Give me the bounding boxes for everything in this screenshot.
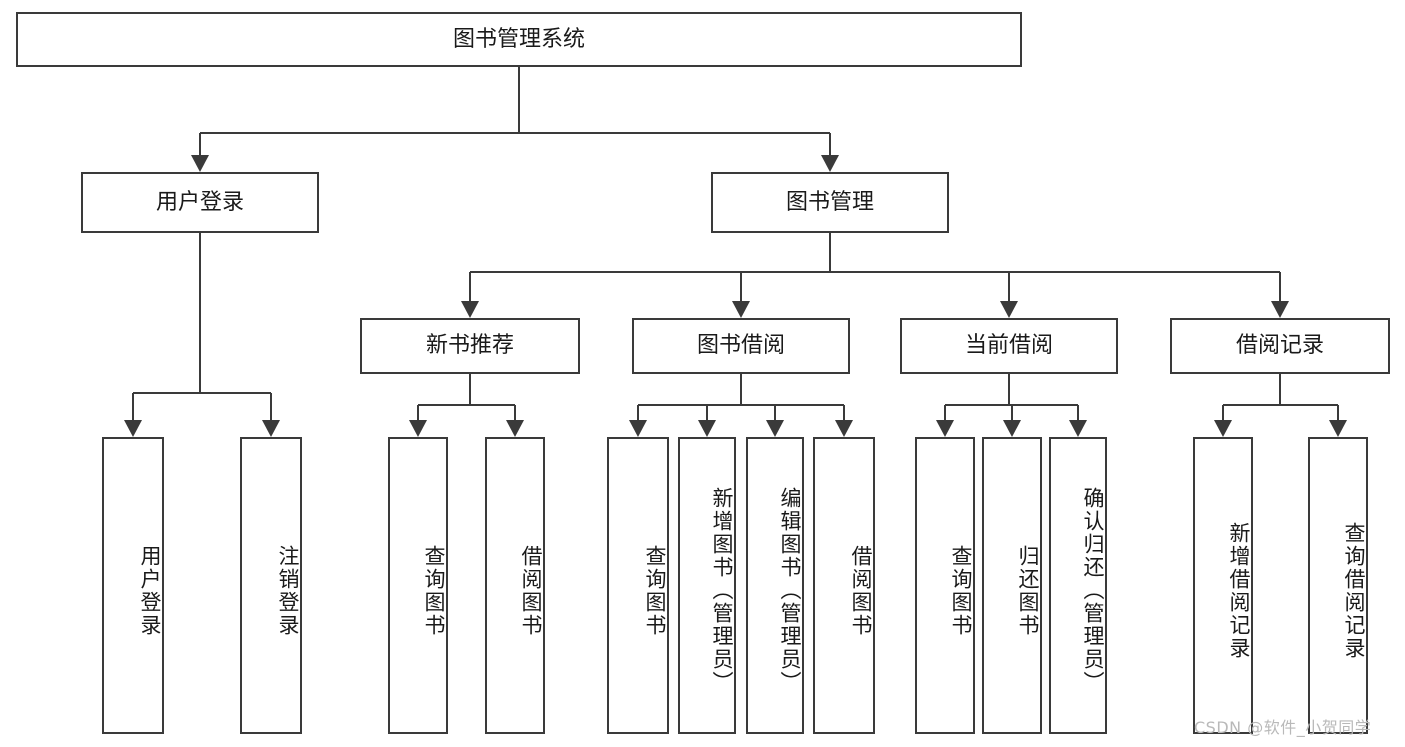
node-leaf-rec-query[interactable]: 查询图书 bbox=[388, 437, 448, 734]
node-label: 新书推荐 bbox=[425, 333, 514, 359]
node-borrow-record[interactable]: 借阅记录 bbox=[1170, 318, 1390, 374]
arrowhead bbox=[835, 420, 853, 437]
arrowhead bbox=[262, 420, 280, 437]
arrowhead bbox=[1271, 301, 1289, 318]
node-leaf-br-add[interactable]: 新增借阅记录 bbox=[1193, 437, 1253, 734]
node-leaf-cb-query[interactable]: 查询图书 bbox=[915, 437, 975, 734]
node-leaf-user-logout[interactable]: 注销登录 bbox=[240, 437, 302, 734]
node-leaf-bb-edit[interactable]: 编辑图书（管理员） bbox=[746, 437, 804, 734]
node-book-manage[interactable]: 图书管理 bbox=[711, 172, 949, 233]
arrowhead bbox=[1214, 420, 1232, 437]
arrowhead bbox=[698, 420, 716, 437]
node-label: 用户登录 bbox=[155, 189, 244, 215]
arrowhead bbox=[1329, 420, 1347, 437]
node-label: 注销登录 bbox=[276, 544, 300, 637]
node-current-borrow[interactable]: 当前借阅 bbox=[900, 318, 1118, 374]
node-new-book-rec[interactable]: 新书推荐 bbox=[360, 318, 580, 374]
arrowhead bbox=[461, 301, 479, 318]
node-leaf-bb-add[interactable]: 新增图书（管理员） bbox=[678, 437, 736, 734]
node-label: 新增借阅记录 bbox=[1227, 521, 1251, 660]
node-label: 查询图书 bbox=[422, 544, 446, 637]
node-leaf-bb-borrow[interactable]: 借阅图书 bbox=[813, 437, 875, 734]
arrowhead bbox=[766, 420, 784, 437]
node-label: 确认归还（管理员） bbox=[1081, 487, 1105, 694]
node-label: 当前借阅 bbox=[964, 333, 1053, 359]
arrowhead bbox=[506, 420, 524, 437]
node-label: 用户登录 bbox=[138, 544, 162, 637]
node-leaf-rec-borrow[interactable]: 借阅图书 bbox=[485, 437, 545, 734]
node-label: 查询图书 bbox=[643, 544, 667, 637]
node-leaf-bb-query[interactable]: 查询图书 bbox=[607, 437, 669, 734]
node-book-borrow[interactable]: 图书借阅 bbox=[632, 318, 850, 374]
arrowhead bbox=[1069, 420, 1087, 437]
node-label: 借阅图书 bbox=[519, 544, 543, 637]
arrowhead bbox=[821, 155, 839, 172]
node-user-login[interactable]: 用户登录 bbox=[81, 172, 319, 233]
watermark-label: CSDN @软件_小贺同学 bbox=[1194, 718, 1372, 737]
arrowhead bbox=[1003, 420, 1021, 437]
node-label: 借阅图书 bbox=[849, 544, 873, 637]
arrowhead bbox=[936, 420, 954, 437]
node-label: 查询借阅记录 bbox=[1342, 521, 1366, 660]
node-label: 图书管理系统 bbox=[452, 26, 585, 52]
node-leaf-user-login[interactable]: 用户登录 bbox=[102, 437, 164, 734]
node-label: 查询图书 bbox=[949, 544, 973, 637]
node-label: 编辑图书（管理员） bbox=[778, 487, 802, 694]
node-root[interactable]: 图书管理系统 bbox=[16, 12, 1022, 67]
node-label: 图书借阅 bbox=[696, 333, 785, 359]
arrowhead bbox=[191, 155, 209, 172]
node-label: 借阅记录 bbox=[1235, 333, 1324, 359]
arrowhead bbox=[629, 420, 647, 437]
arrowhead bbox=[124, 420, 142, 437]
node-leaf-br-query[interactable]: 查询借阅记录 bbox=[1308, 437, 1368, 734]
arrowhead bbox=[409, 420, 427, 437]
arrowhead bbox=[1000, 301, 1018, 318]
node-leaf-cb-return[interactable]: 归还图书 bbox=[982, 437, 1042, 734]
node-leaf-cb-confirm[interactable]: 确认归还（管理员） bbox=[1049, 437, 1107, 734]
arrowhead bbox=[732, 301, 750, 318]
node-label: 图书管理 bbox=[785, 189, 874, 215]
node-label: 归还图书 bbox=[1016, 544, 1040, 637]
node-label: 新增图书（管理员） bbox=[710, 487, 734, 694]
